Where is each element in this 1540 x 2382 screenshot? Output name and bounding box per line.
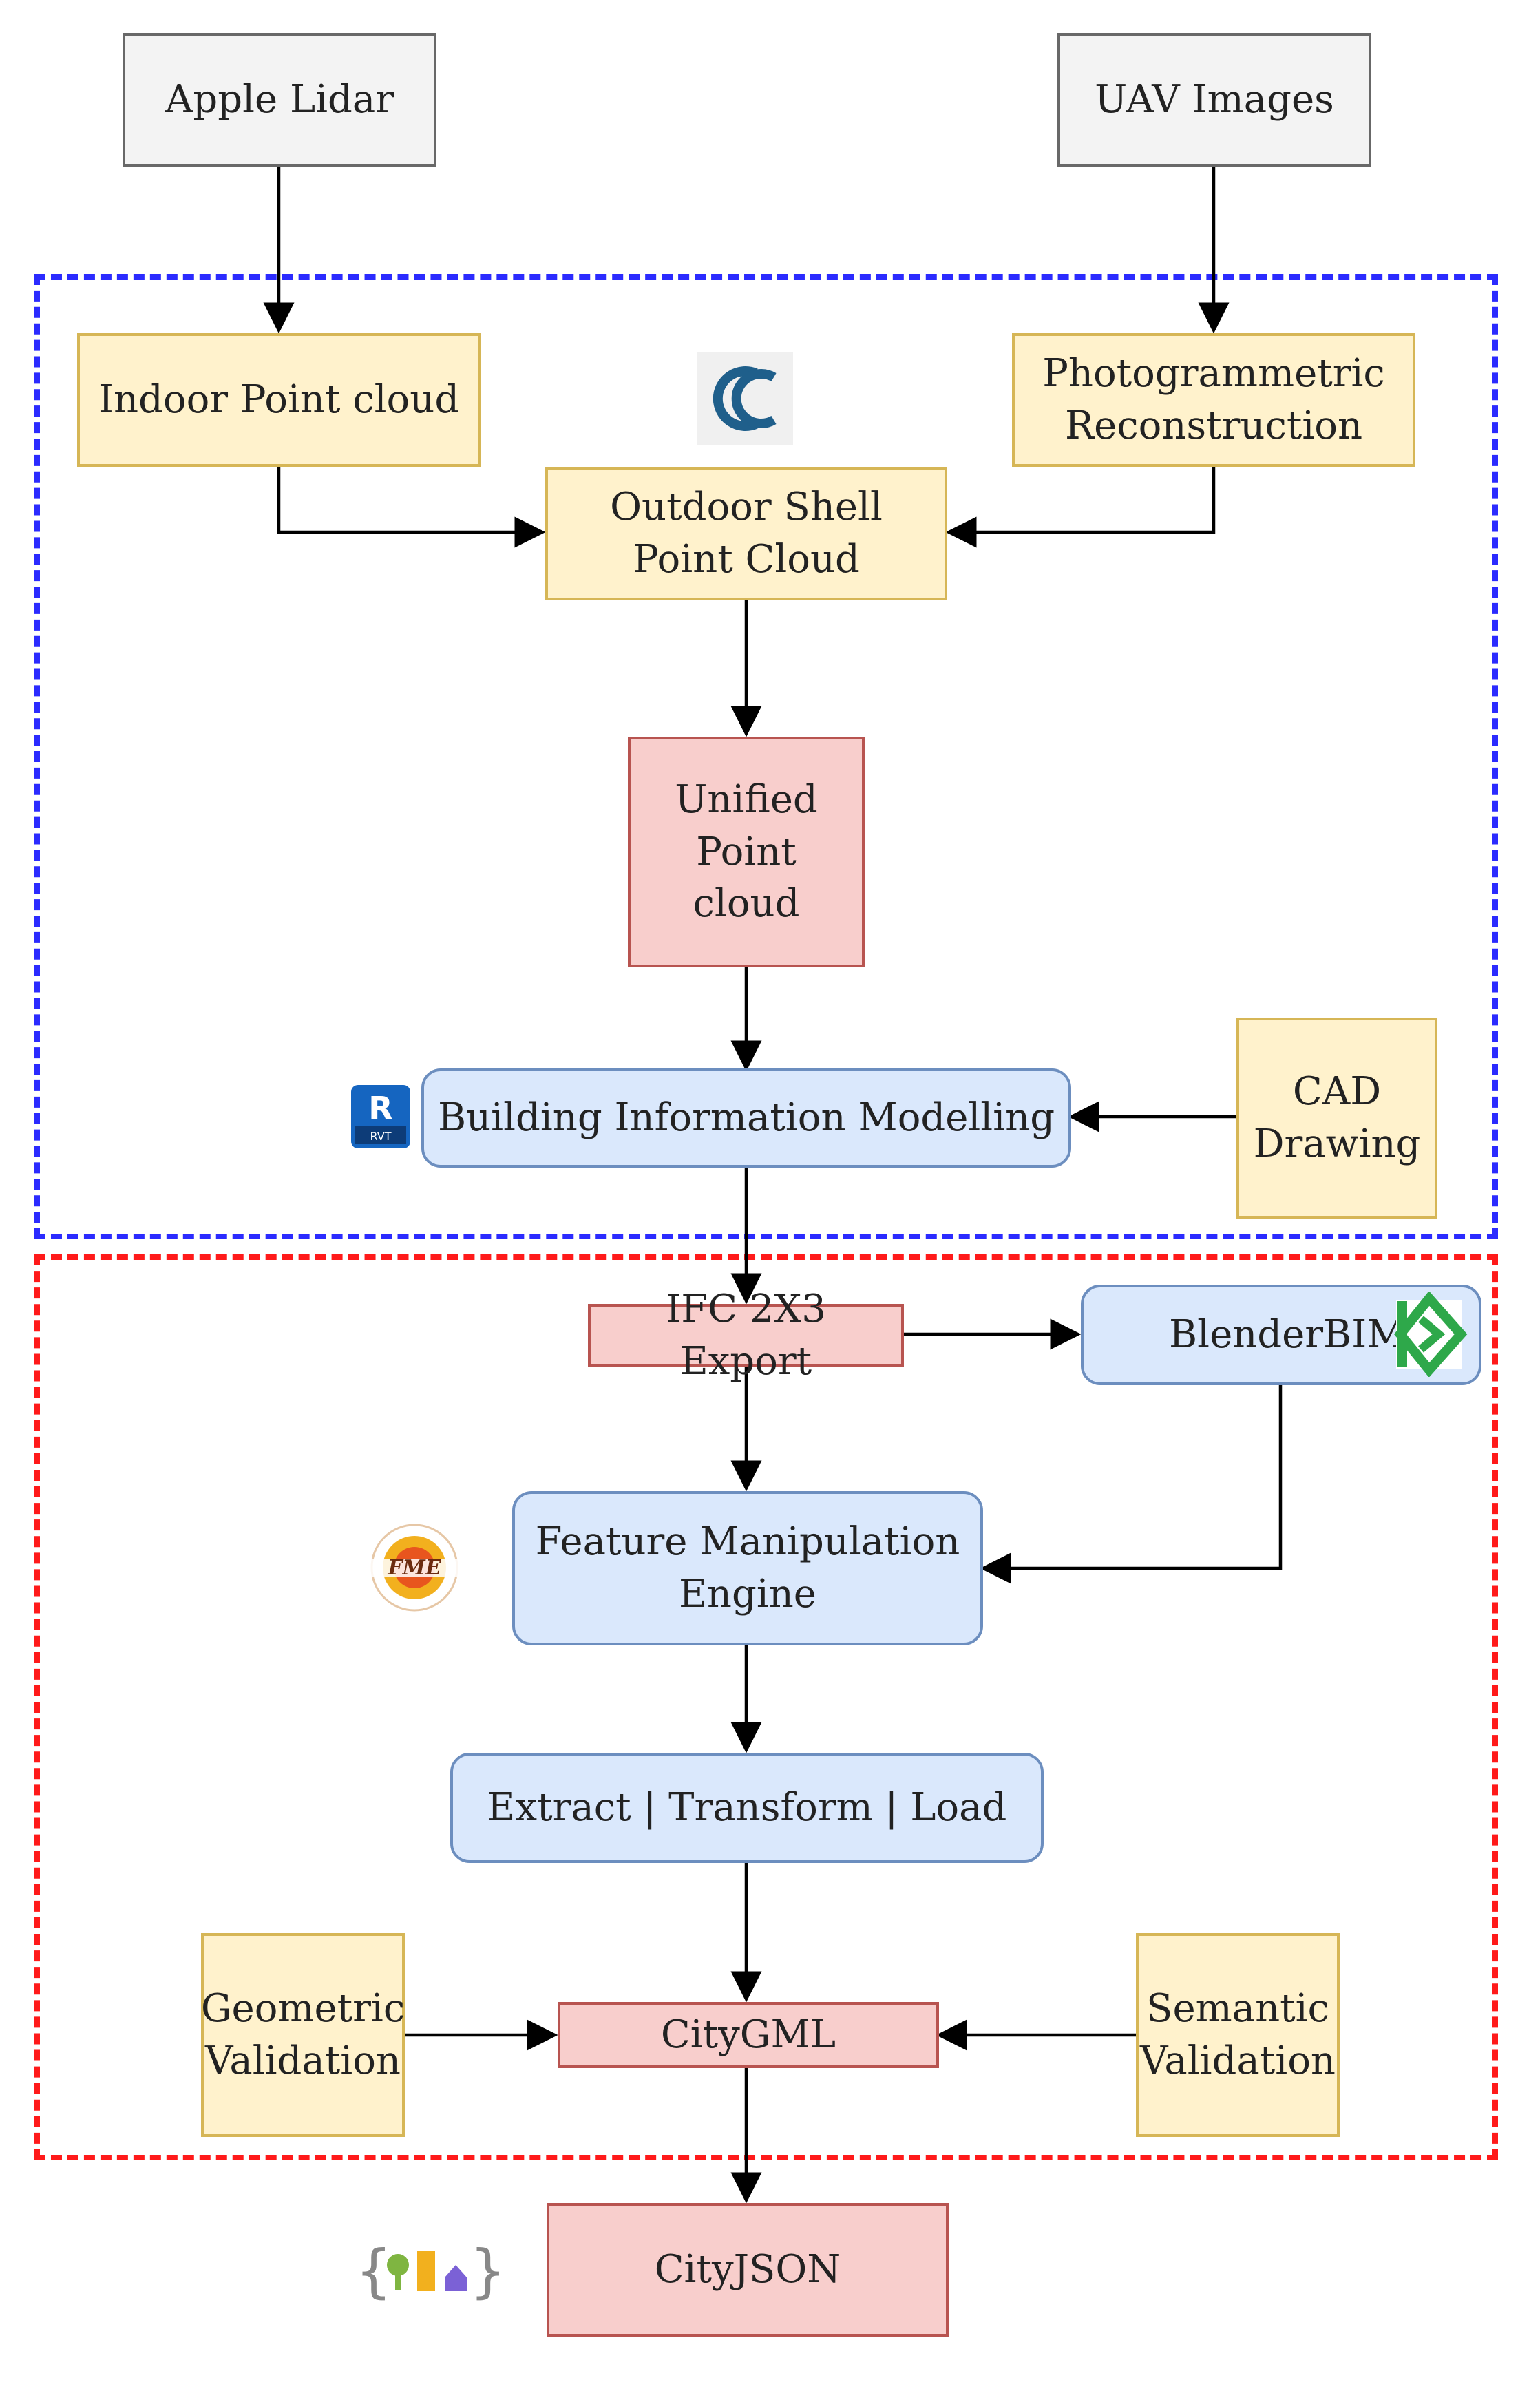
- cityjson-logo: { }: [352, 2233, 506, 2309]
- node-cad-drawing: CAD Drawing: [1236, 1018, 1437, 1219]
- revit-icon: R RVT: [351, 1085, 410, 1148]
- fme-logo: FME: [346, 1521, 483, 1614]
- cloudcompare-icon: [697, 352, 793, 445]
- cloudcompare-logo: [697, 352, 793, 445]
- node-label: UAV Images: [1095, 77, 1334, 123]
- revit-logo: R RVT: [350, 1084, 412, 1150]
- node-geometric-validation: Geometric Validation: [201, 1933, 405, 2137]
- node-cityjson: CityJSON: [547, 2203, 949, 2337]
- fme-icon: FME: [346, 1524, 483, 1612]
- node-ifc-export: IFC 2X3 Export: [588, 1287, 904, 1384]
- node-label: CityGML: [660, 2012, 836, 2058]
- blenderbim-logo: [1388, 1291, 1470, 1378]
- cityjson-icon: { }: [355, 2237, 506, 2305]
- svg-text:{: {: [355, 2237, 392, 2305]
- node-outdoor-shell-point-cloud: Outdoor Shell Point Cloud: [545, 467, 947, 600]
- revit-letter: R: [368, 1090, 392, 1127]
- node-label: Semantic Validation: [1140, 1986, 1336, 2083]
- arrow-photogrammetry-to-outdoor: [945, 467, 1216, 548]
- node-semantic-validation: Semantic Validation: [1136, 1933, 1340, 2137]
- node-feature-manipulation-engine: Feature Manipulation Engine: [512, 1491, 983, 1645]
- node-building-information-modelling: Building Information Modelling: [421, 1068, 1071, 1168]
- node-citygml: CityGML: [558, 2002, 939, 2068]
- node-label: IFC 2X3 Export: [666, 1287, 826, 1384]
- node-label: Building Information Modelling: [437, 1095, 1055, 1141]
- node-label: CAD Drawing: [1253, 1069, 1421, 1166]
- arrow-blenderbim-to-fme: [980, 1385, 1283, 1584]
- node-label: Unified Point cloud: [675, 777, 818, 927]
- svg-text:}: }: [470, 2237, 500, 2305]
- blenderbim-icon: [1394, 1291, 1468, 1378]
- arrow-indoor-to-outdoor: [277, 467, 546, 548]
- node-label: BlenderBIM: [1169, 1312, 1406, 1358]
- node-label: Extract | Transform | Load: [487, 1785, 1007, 1831]
- node-label: Photogrammetric Reconstruction: [1042, 351, 1385, 448]
- node-unified-point-cloud: Unified Point cloud: [628, 737, 865, 967]
- node-label: Indoor Point cloud: [98, 377, 460, 423]
- fme-letters: FME: [387, 1556, 442, 1580]
- node-etl: Extract | Transform | Load: [450, 1753, 1044, 1863]
- node-label: Feature Manipulation Engine: [535, 1519, 960, 1616]
- node-photogrammetric-reconstruction: Photogrammetric Reconstruction: [1012, 333, 1415, 467]
- revit-sub: RVT: [370, 1130, 392, 1143]
- node-apple-lidar: Apple Lidar: [123, 33, 436, 167]
- node-uav-images: UAV Images: [1057, 33, 1371, 167]
- node-label: Geometric Validation: [200, 1986, 405, 2083]
- node-indoor-point-cloud: Indoor Point cloud: [77, 333, 481, 467]
- node-label: CityJSON: [654, 2247, 841, 2293]
- node-label: Apple Lidar: [165, 77, 394, 123]
- node-label: Outdoor Shell Point Cloud: [610, 485, 883, 582]
